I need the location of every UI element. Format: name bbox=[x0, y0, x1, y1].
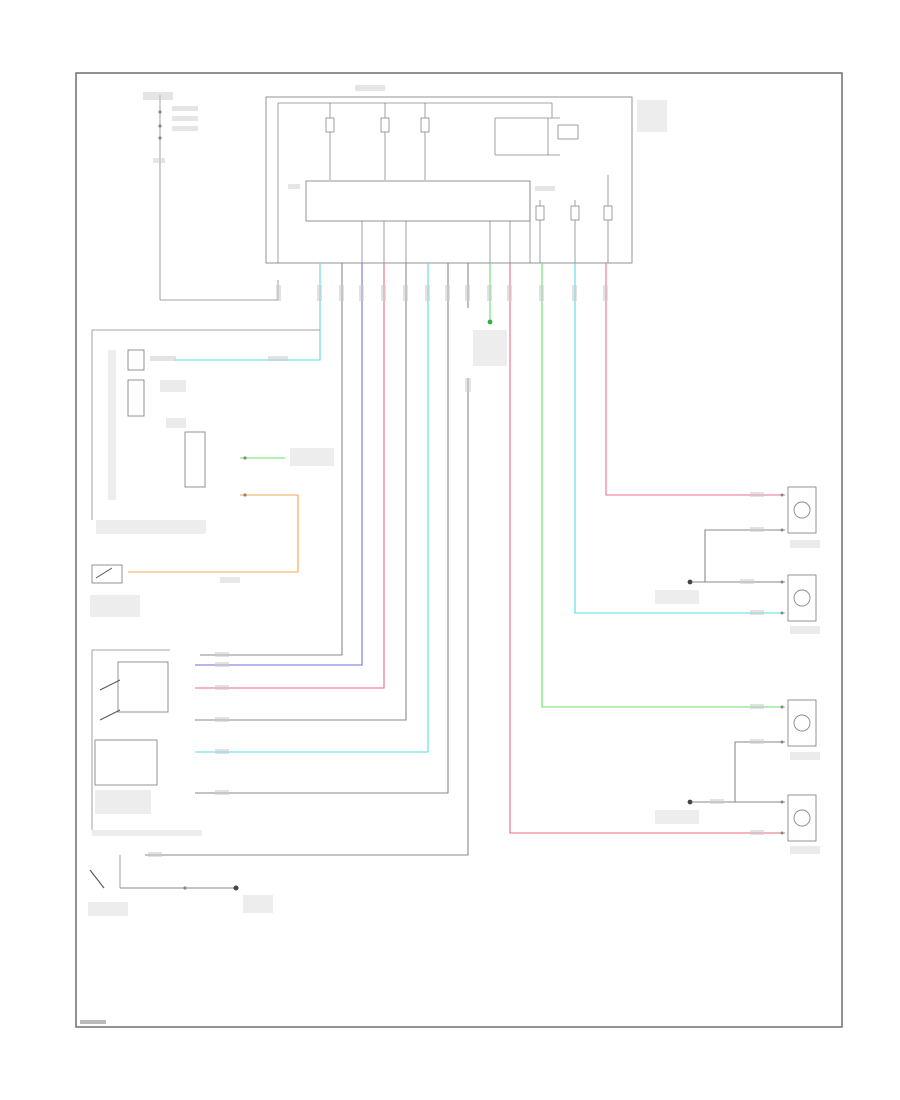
wire-black-3 bbox=[195, 263, 449, 794]
wire-cyan-1 bbox=[175, 263, 321, 361]
wire-orange-1 bbox=[128, 494, 299, 573]
headlamp-left-high bbox=[787, 486, 820, 548]
switch-icon bbox=[95, 567, 113, 579]
relay-icon bbox=[557, 124, 579, 140]
combination-switch bbox=[91, 649, 202, 836]
diagram-frame bbox=[75, 72, 843, 1028]
fuse-icon bbox=[535, 205, 545, 221]
connector-dots bbox=[780, 493, 784, 835]
fuse-icon bbox=[380, 117, 390, 133]
wire-black-8 bbox=[690, 741, 785, 803]
lamp-icon bbox=[793, 714, 811, 732]
bottom-switch bbox=[88, 855, 273, 916]
lamp-icon bbox=[793, 501, 811, 519]
wire-cyan-2 bbox=[195, 263, 429, 753]
switch-icon bbox=[89, 869, 105, 889]
ground-icon bbox=[687, 799, 693, 805]
headlamp-right-low bbox=[787, 794, 820, 854]
wire-red-2 bbox=[509, 263, 785, 834]
ground-icon bbox=[233, 885, 239, 891]
left-wire-tags bbox=[148, 356, 288, 857]
right-grounds bbox=[655, 579, 699, 824]
ground-icon bbox=[687, 579, 693, 585]
switch-icon bbox=[99, 679, 121, 691]
wire-black-5 bbox=[145, 378, 469, 856]
headlamp-left-low bbox=[787, 574, 820, 634]
wire-green-2 bbox=[541, 263, 785, 708]
lamp-icon bbox=[793, 809, 811, 827]
switch-icon bbox=[99, 709, 121, 721]
wire-cyan-3 bbox=[574, 263, 785, 614]
left-upper-module bbox=[91, 329, 334, 534]
wire-black-6 bbox=[690, 529, 785, 583]
wire-pink-1 bbox=[605, 263, 785, 496]
fuse-icon bbox=[420, 117, 430, 133]
footer-mark bbox=[80, 1020, 106, 1024]
lamp-icon bbox=[793, 589, 811, 607]
wire-red-1 bbox=[195, 263, 385, 689]
wire-black-2 bbox=[195, 263, 407, 721]
wire-black-1 bbox=[200, 263, 343, 656]
fuse-icon bbox=[325, 117, 335, 133]
right-wire-tags bbox=[710, 492, 764, 835]
pin-labels bbox=[276, 285, 608, 301]
junction-block bbox=[265, 85, 667, 264]
headlamp-right-high bbox=[787, 699, 820, 760]
wire-blue-1 bbox=[195, 263, 363, 666]
fuse-icon bbox=[570, 205, 580, 221]
combination-meter bbox=[90, 564, 240, 617]
ground-connector bbox=[465, 319, 507, 392]
ignition-fuse-column bbox=[143, 92, 279, 301]
wires bbox=[120, 263, 785, 889]
fuse-icon bbox=[603, 205, 613, 221]
